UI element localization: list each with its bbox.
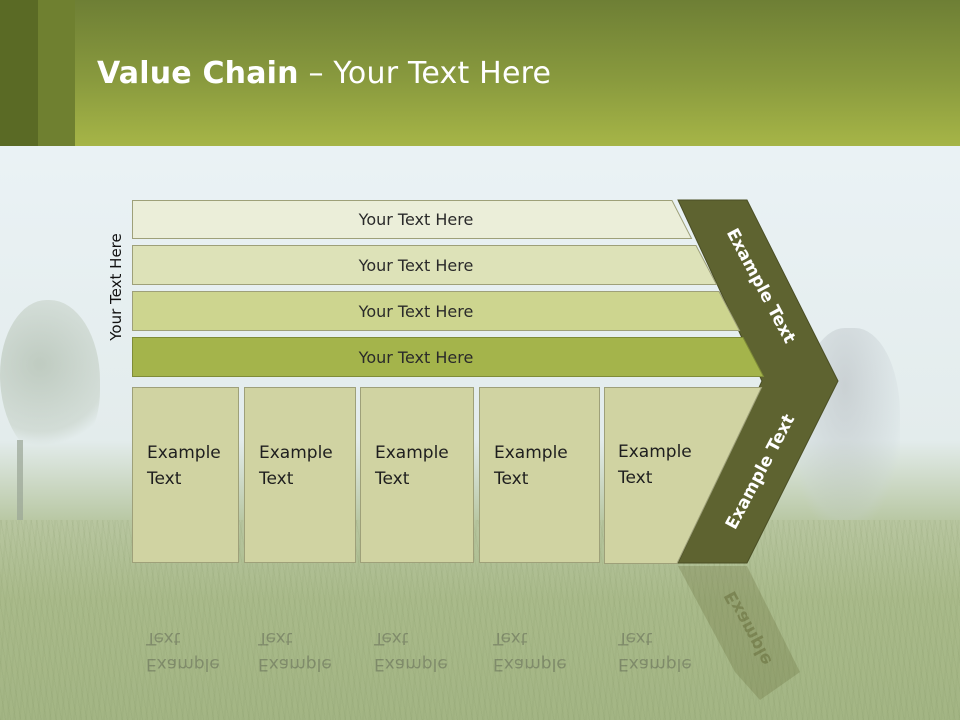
column-1-label: Example Text — [147, 443, 221, 489]
side-label: Your Text Here — [107, 233, 125, 341]
bar-3[interactable]: Your Text Here — [132, 291, 741, 331]
chevron-reflection — [678, 566, 800, 700]
bar-2-shape — [132, 245, 718, 285]
column-3-reflection-label: Example Text — [374, 628, 448, 674]
column-1[interactable]: Example Text — [132, 387, 239, 563]
bar-4-label: Your Text Here — [358, 347, 474, 367]
column-5-shape — [604, 387, 763, 564]
column-2-label: Example Text — [259, 443, 333, 489]
bar-2-label: Your Text Here — [358, 255, 474, 275]
bar-1[interactable]: Your Text Here — [132, 200, 693, 239]
background-tree-trunk — [17, 440, 23, 530]
slide-title[interactable]: Value Chain – Your Text Here — [97, 54, 551, 94]
column-1-reflection: Example Text — [132, 565, 239, 685]
column-3-reflection: Example Text — [360, 565, 474, 685]
bar-2[interactable]: Your Text Here — [132, 245, 718, 285]
bar-4[interactable]: Your Text Here — [132, 337, 765, 377]
column-3-label: Example Text — [375, 443, 449, 489]
bar-1-shape — [132, 200, 693, 239]
column-4[interactable]: Example Text — [479, 387, 600, 563]
column-5-label: Example Text — [618, 442, 692, 488]
column-4-reflection-label: Example Text — [493, 628, 567, 674]
slide-title-bold: Value Chain — [97, 56, 299, 91]
bar-3-label: Your Text Here — [358, 301, 474, 321]
column-1-reflection-label: Example Text — [146, 628, 220, 674]
column-2-reflection-label: Example Text — [258, 628, 332, 674]
chevron-shape — [677, 199, 839, 564]
title-bar-accent-dark — [0, 0, 38, 146]
bar-4-shape — [132, 337, 765, 377]
bar-3-shape — [132, 291, 741, 331]
bar-1-label: Your Text Here — [358, 210, 474, 229]
column-4-label: Example Text — [494, 443, 568, 489]
column-2[interactable]: Example Text — [244, 387, 356, 563]
slide-title-rest: – Your Text Here — [298, 56, 552, 91]
title-bar: Value Chain – Your Text Here — [0, 0, 960, 146]
column-3[interactable]: Example Text — [360, 387, 474, 563]
background-tree-crown — [0, 300, 100, 460]
column-5[interactable] — [604, 387, 764, 564]
column-4-reflection: Example Text — [479, 565, 600, 685]
column-5-reflection: Example Text — [604, 565, 694, 685]
title-bar-accent-light — [38, 0, 75, 146]
column-2-reflection: Example Text — [244, 565, 356, 685]
column-5-reflection-label: Example Text — [618, 628, 692, 674]
